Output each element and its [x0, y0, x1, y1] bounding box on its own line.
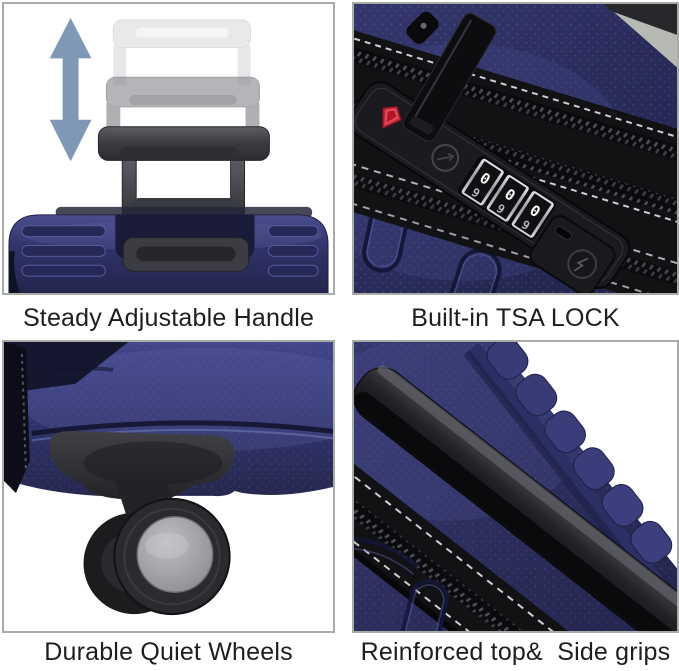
tsa-red-diamond-icon	[382, 106, 402, 129]
background-handle-bar	[602, 4, 677, 50]
handle-stage-retracted	[112, 19, 251, 86]
handle-photo	[4, 4, 333, 293]
panel-adjustable-handle	[2, 2, 335, 295]
caption-adjustable-handle: Steady Adjustable Handle	[22, 304, 315, 332]
keyhole-emblem-icon	[567, 249, 598, 279]
lock-latch-tab	[402, 13, 497, 142]
combination-dials[interactable]: 0 9 0 9 0 9	[461, 158, 555, 239]
spinner-wheel	[83, 497, 231, 616]
wheel-photo	[4, 342, 333, 631]
suitcase-top-shell	[8, 214, 329, 293]
ribbed-shell-edge	[463, 342, 673, 598]
tsa-lock-photo: 0 9 0 9 0 9	[354, 4, 677, 293]
side-grip-bar[interactable]	[354, 358, 677, 631]
caption-tsa-lock: Built-in TSA LOCK	[411, 304, 620, 332]
caption-side-grips: Reinforced top& Side grips	[360, 638, 671, 666]
keyhole-plate	[529, 215, 616, 293]
grip-photo	[354, 342, 677, 631]
panel-tsa-lock: 0 9 0 9 0 9	[352, 2, 679, 295]
panel-side-grip	[352, 340, 679, 633]
zipper-band	[354, 437, 665, 631]
panel-wheels	[2, 340, 335, 633]
shell-grooves	[354, 536, 449, 631]
case-edge-zipper	[4, 342, 30, 493]
travel-sentry-engraving-icon	[431, 143, 460, 172]
up-down-arrow-icon	[49, 17, 92, 162]
wheel-hub	[136, 516, 214, 594]
caption-quiet-wheels: Durable Quiet Wheels	[44, 638, 293, 666]
